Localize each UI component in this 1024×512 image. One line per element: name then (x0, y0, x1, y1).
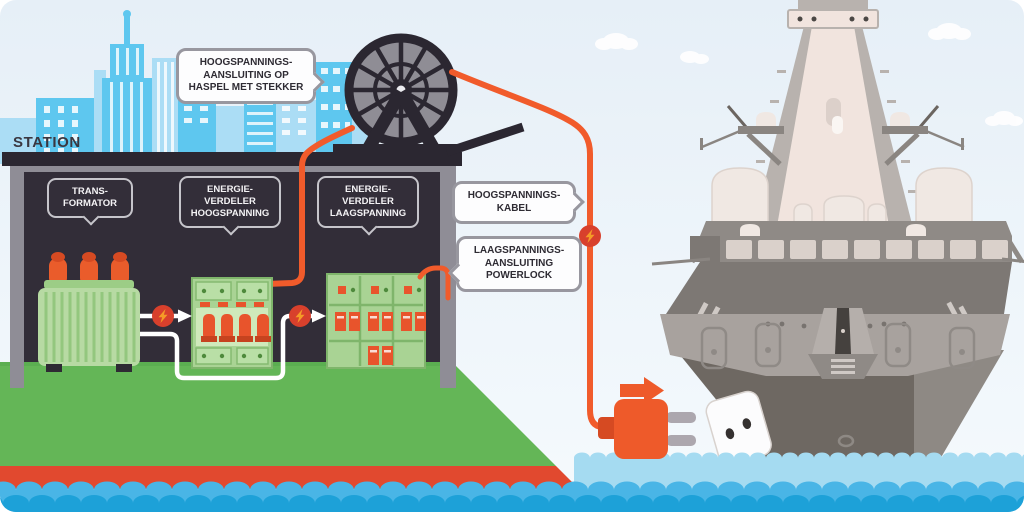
lv-distributor-icon (326, 273, 426, 369)
hv-distributor-icon (191, 277, 273, 369)
socket-icon (705, 390, 772, 466)
callout-distributor-hv: ENERGIE- VERDELER HOOGSPANNING (179, 176, 281, 228)
grass (0, 362, 556, 466)
callout-distributor-lv: ENERGIE- VERDELER LAAGSPANNING (317, 176, 419, 228)
quay-ground (0, 362, 579, 489)
water-dark (0, 495, 1024, 512)
radar-dome-icons (711, 167, 973, 223)
plug-direction-arrow-icon (620, 377, 664, 404)
ship-wing-platforms (700, 105, 965, 166)
plug-icon (598, 399, 696, 459)
callout-reel-connection: HOOGSPANNINGS- AANSLUITING OP HASPEL MET… (176, 48, 316, 104)
cable-reel-icon (333, 33, 525, 157)
ship-illustration (651, 0, 1024, 466)
lightning-badge-icon (152, 305, 174, 327)
gun-turret (808, 308, 878, 379)
callout-transformer: TRANS- FORMATOR (47, 178, 133, 218)
callout-powerlock: LAAGSPANNINGS- AANSLUITING POWERLOCK (456, 236, 582, 292)
quay-edge (0, 466, 579, 489)
cloud-icons (595, 23, 1023, 126)
station-building (2, 125, 462, 388)
shore-power-cable (449, 69, 610, 430)
callout-hv-cable: HOOGSPANNINGS- KABEL (452, 181, 576, 224)
station-title: STATION (13, 134, 81, 151)
transformer-icon (38, 252, 140, 372)
lightning-badge-icon (289, 305, 311, 327)
lightning-badge-icon (579, 225, 601, 247)
